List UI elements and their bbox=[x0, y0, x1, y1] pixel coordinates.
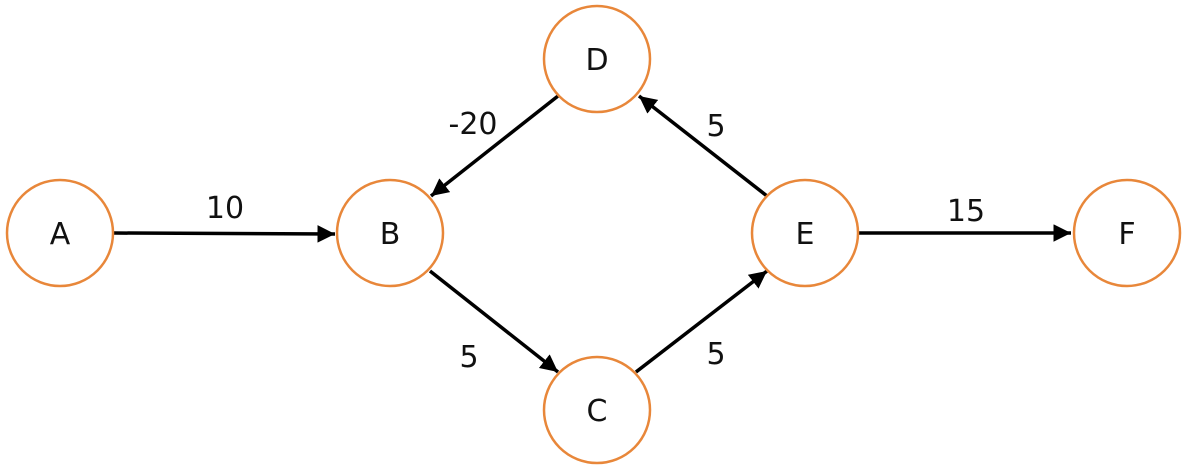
edge-weight-a-b: 10 bbox=[206, 191, 244, 226]
nodes-layer: A B C D E F bbox=[5, 4, 1182, 465]
edge-a-b bbox=[113, 225, 336, 243]
edges-layer bbox=[113, 94, 1071, 374]
node-b-label: B bbox=[380, 217, 401, 252]
edge-weight-e-d: 5 bbox=[706, 109, 725, 144]
node-e-circle bbox=[750, 178, 860, 288]
edge-b-c bbox=[428, 269, 560, 374]
node-c: C bbox=[542, 355, 652, 465]
edge-weight-e-f: 15 bbox=[947, 194, 985, 229]
node-e: E bbox=[750, 178, 860, 288]
edge-weight-b-c: 5 bbox=[459, 340, 478, 375]
node-b-circle bbox=[335, 178, 445, 288]
edge-e-d bbox=[637, 94, 769, 198]
edge-weight-d-b: -20 bbox=[449, 107, 498, 142]
node-f-label: F bbox=[1118, 217, 1135, 252]
node-c-circle bbox=[542, 355, 652, 465]
node-a-circle bbox=[5, 178, 115, 288]
edge-d-b bbox=[429, 94, 560, 198]
node-d-label: D bbox=[585, 43, 608, 78]
node-f-circle bbox=[1072, 178, 1182, 288]
edge-weight-c-e: 5 bbox=[706, 337, 725, 372]
node-a: A bbox=[5, 178, 115, 288]
node-a-label: A bbox=[50, 217, 71, 252]
edge-labels-layer: 10 5 5 5 -20 15 bbox=[206, 107, 985, 375]
node-e-label: E bbox=[796, 217, 815, 252]
node-d-circle bbox=[542, 4, 652, 114]
edge-c-e bbox=[634, 269, 769, 374]
node-b: B bbox=[335, 178, 445, 288]
node-d: D bbox=[542, 4, 652, 114]
node-f: F bbox=[1072, 178, 1182, 288]
node-c-label: C bbox=[587, 394, 608, 429]
